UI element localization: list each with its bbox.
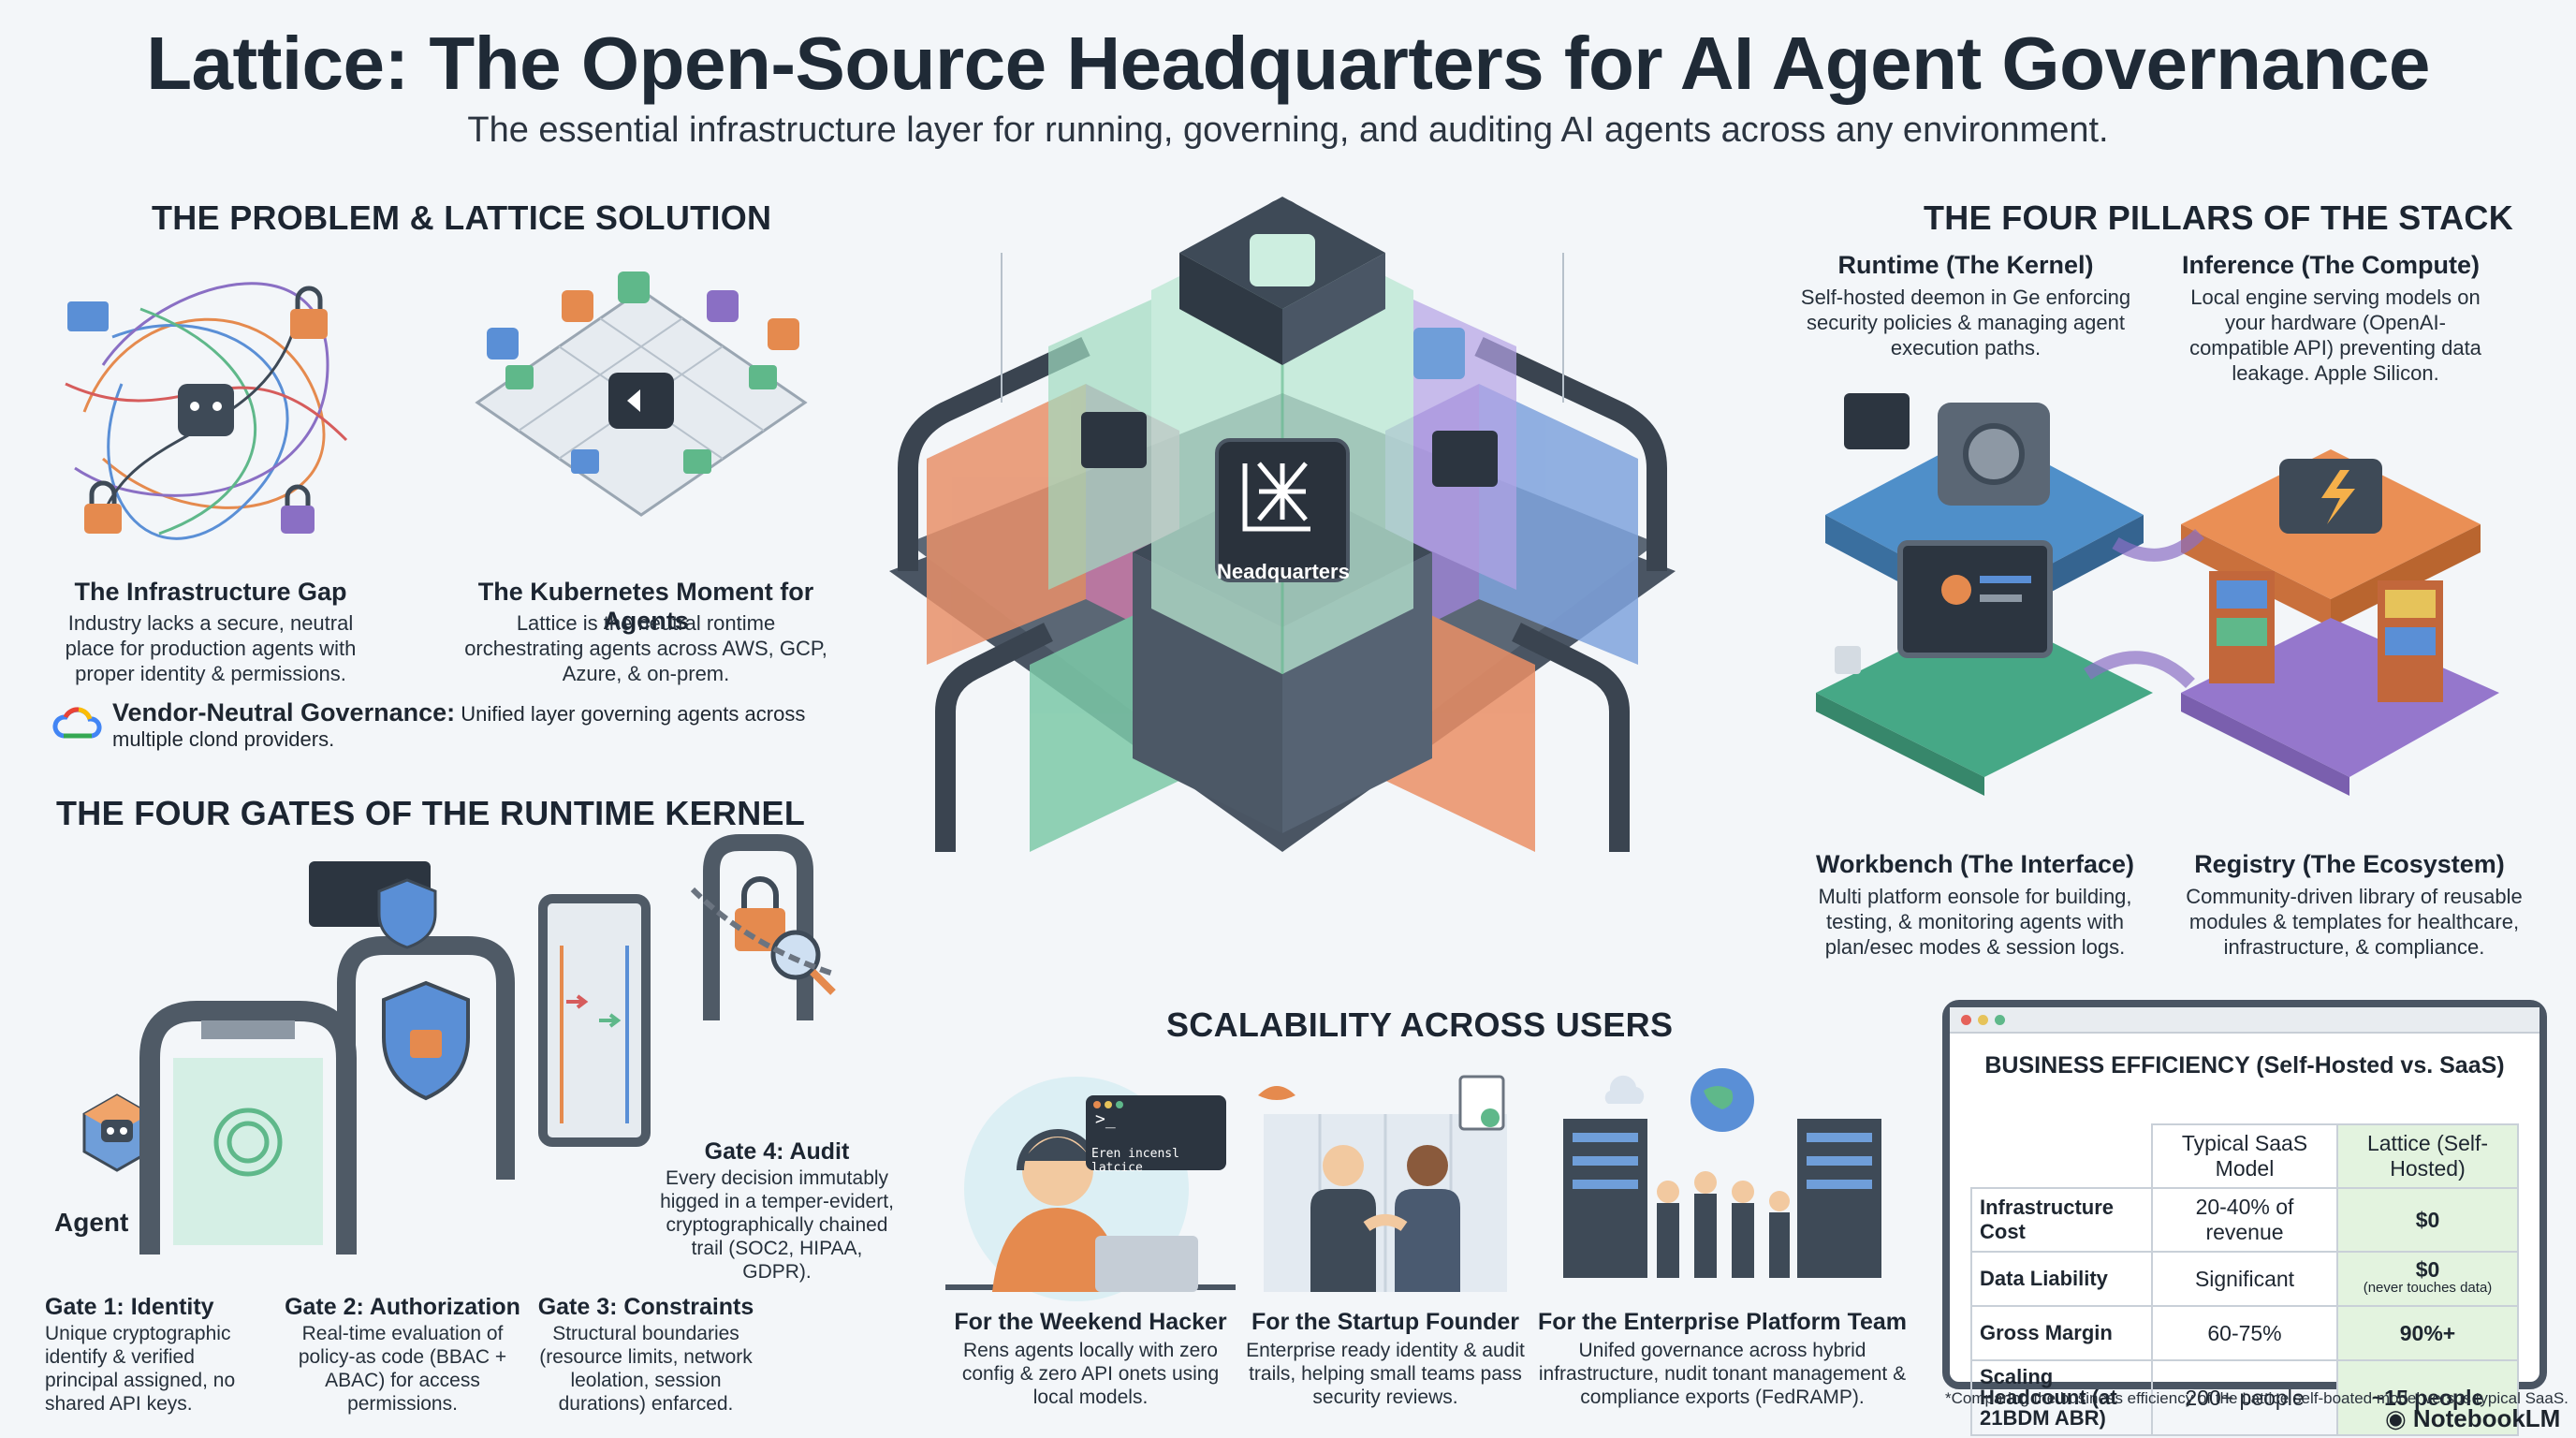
gate3-title: Gate 3: Constraints xyxy=(537,1294,754,1320)
bookshelf-icon xyxy=(2209,571,2443,702)
vendor-neutral-title: Vendor-Neutral Governance: xyxy=(112,698,456,726)
weekend-hacker-illustration xyxy=(945,1077,1236,1301)
gap-description: Industry lacks a secure, neutral place f… xyxy=(65,611,357,685)
gate-authorization-arch xyxy=(309,861,515,1180)
row-lattice: ~15 people xyxy=(2336,1359,2519,1436)
runtime-title: Runtime (The Kernel) xyxy=(1837,251,2094,279)
agent-robot-icon xyxy=(82,1093,152,1172)
inference-description: Local engine serving models on your hard… xyxy=(2189,286,2481,385)
efficiency-footnote: *Comparing the business efficiency of th… xyxy=(1945,1389,2569,1407)
startup-founder-illustration xyxy=(1258,1075,1507,1292)
inference-title: Inference (The Compute) xyxy=(2181,251,2481,279)
problem-heading: THE PROBLEM & LATTICE SOLUTION xyxy=(152,198,772,237)
col-lattice-header: Lattice (Self-Hosted) xyxy=(2336,1123,2519,1189)
row-saas: 200+ people xyxy=(2151,1359,2338,1436)
notebook-icon: ◉ xyxy=(2385,1404,2413,1432)
gate4-title: Gate 4: Audit xyxy=(704,1138,850,1165)
enterprise-title: For the Enterprise Platform Team xyxy=(1537,1309,1908,1335)
gap-title: The Infrastructure Gap xyxy=(74,578,347,606)
row-lattice: 90%+ xyxy=(2336,1305,2519,1361)
terminal-prompt: >_ xyxy=(1095,1109,1116,1129)
gate1-title: Gate 1: Identity xyxy=(45,1294,214,1320)
efficiency-table: Typical SaaS Model Lattice (Self-Hosted)… xyxy=(1970,1123,2519,1436)
headquarters-illustration xyxy=(889,197,1676,852)
k8s-title: The Kubernetes Moment for Agents xyxy=(477,578,814,635)
table-row: Data Liability Significant $0 (never tou… xyxy=(1970,1251,2519,1307)
gate2-title: Gate 2: Authorization xyxy=(285,1294,520,1320)
gate3-description: Structural boundaries (resource limits, … xyxy=(539,1323,753,1415)
row-label: Data Liability xyxy=(1970,1251,2153,1307)
row-label: Gross Margin xyxy=(1970,1305,2153,1361)
brand-logo: ◉ NotebookLM xyxy=(2385,1404,2560,1433)
scalability-heading: SCALABILITY ACROSS USERS xyxy=(1166,1005,1674,1044)
workbench-description: Multi platform eonsole for building, tes… xyxy=(1818,885,2132,959)
row-saas: 60-75% xyxy=(2151,1305,2338,1361)
table-row: Infrastructure Cost 20-40% of revenue $0 xyxy=(1970,1187,2519,1253)
lock-icon xyxy=(1250,234,1315,286)
vendor-neutral-description: Unified layer governing agents across mu… xyxy=(112,702,806,751)
pillars-stack-illustration xyxy=(1816,393,2499,796)
terminal-text: Eren incensl latcice xyxy=(1091,1147,1179,1175)
gate-audit-arch xyxy=(690,834,836,1020)
gate-identity-arch xyxy=(139,1001,357,1255)
agent-label: Agent xyxy=(54,1208,129,1237)
startup-description: Enterprise ready identity & audit trails… xyxy=(1246,1340,1525,1408)
gate1-description: Unique cryptographic identify & verified… xyxy=(45,1323,236,1415)
gates-illustration xyxy=(82,834,836,1255)
enterprise-team-illustration xyxy=(1563,1068,1881,1278)
registry-title: Registry (The Ecosystem) xyxy=(2194,850,2505,878)
pillars-heading: THE FOUR PILLARS OF THE STACK xyxy=(1924,198,2514,237)
gate4-description: Every decision immutably higged in a tem… xyxy=(660,1167,894,1283)
hacker-title: For the Weekend Hacker xyxy=(954,1309,1227,1335)
handshake-icon xyxy=(1258,1086,1295,1100)
gate-constraints-arch xyxy=(538,894,651,1147)
enterprise-description: Unifed governance across hybrid infrastr… xyxy=(1538,1340,1907,1408)
monitor-icon xyxy=(1897,540,2053,658)
cloud-provider-icon xyxy=(52,707,102,739)
col-saas-header: Typical SaaS Model xyxy=(2151,1123,2338,1189)
efficiency-title: BUSINESS EFFICIENCY (Self-Hosted vs. Saa… xyxy=(1984,1052,2505,1078)
row-saas: 20-40% of revenue xyxy=(2151,1187,2338,1253)
startup-title: For the Startup Founder xyxy=(1251,1309,1520,1335)
robot-icon xyxy=(178,384,234,436)
tangled-network-illustration xyxy=(65,282,348,540)
page-title: Lattice: The Open-Source Headquarters fo… xyxy=(146,22,2430,105)
table-row: Gross Margin 60-75% 90%+ xyxy=(1970,1305,2519,1361)
runtime-description: Self-hosted deemon in Ge enforcing secur… xyxy=(1800,286,2131,360)
brand-name: NotebookLM xyxy=(2412,1404,2561,1432)
row-lattice-note: (never touches data) xyxy=(2363,1280,2493,1296)
row-lattice: $0 xyxy=(2336,1187,2519,1253)
row-label: Scaling Headcount (at 21BDM ABR) xyxy=(1970,1359,2153,1436)
k8s-description: Lattice is the neutral rontime orchestra… xyxy=(464,611,827,685)
gates-heading: THE FOUR GATES OF THE RUNTIME KERNEL xyxy=(56,794,806,832)
page-subtitle: The essential infrastructure layer for r… xyxy=(467,110,2109,150)
row-label: Infrastructure Cost xyxy=(1970,1187,2153,1253)
table-row: Scaling Headcount (at 21BDM ABR) 200+ pe… xyxy=(1970,1359,2519,1436)
hacker-description: Rens agents locally with zero config & z… xyxy=(961,1340,1220,1408)
efficiency-table-window: BUSINESS EFFICIENCY (Self-Hosted vs. Saa… xyxy=(1942,1000,2547,1436)
workbench-title: Workbench (The Interface) xyxy=(1815,850,2135,878)
orchestration-grid-illustration xyxy=(475,271,808,517)
gate2-description: Real-time evaluation of policy-as code (… xyxy=(298,1323,507,1415)
row-lattice: $0 xyxy=(2415,1257,2440,1282)
row-saas: Significant xyxy=(2151,1251,2338,1307)
lock-icon xyxy=(290,286,328,339)
registry-description: Community-driven library of reusable mod… xyxy=(2186,885,2523,959)
hq-label: Neadquarters xyxy=(1217,560,1350,583)
